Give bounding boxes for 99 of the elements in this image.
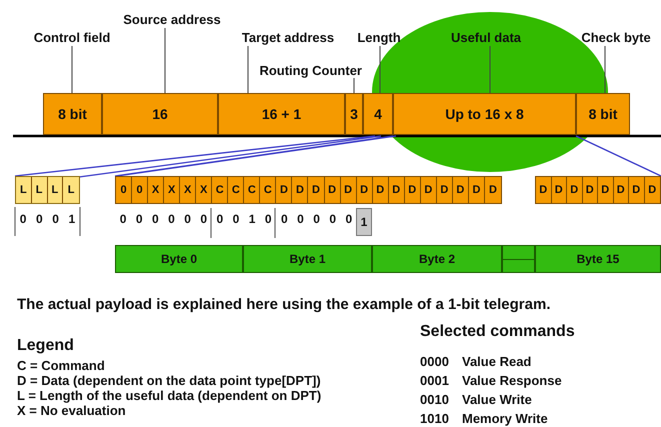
command-code: 0000: [420, 354, 449, 369]
field-label: Source address: [108, 10, 236, 28]
bit-cell-row: [535, 176, 661, 204]
field-label: Target address: [230, 28, 346, 46]
bit-value: 0: [150, 212, 160, 226]
bit-cell: D: [552, 177, 567, 203]
bit-value: 0: [118, 212, 128, 226]
bit-value: 1: [248, 212, 256, 226]
legend-heading: Legend: [17, 337, 74, 355]
bit-cell: D: [340, 177, 357, 203]
zoom-line: [14, 135, 376, 177]
command-name: Value Response: [462, 373, 562, 388]
highlighted-bit: 1: [356, 208, 372, 236]
bit-cell: L: [63, 177, 79, 203]
bit-cell: X: [196, 177, 212, 203]
frame-field: 8 bit: [576, 93, 630, 135]
bit-value: 0: [328, 212, 338, 226]
bit-cell: D: [372, 177, 389, 203]
bit-value: 0: [312, 212, 321, 226]
byte-segment: Byte 1: [243, 245, 372, 273]
zoom-line: [576, 135, 661, 177]
bit-value: 0: [51, 212, 60, 226]
bit-cell: D: [292, 177, 308, 203]
bit-cell: D: [484, 177, 501, 203]
bit-cell: D: [388, 177, 405, 203]
bit-value: 0: [296, 212, 305, 226]
legend-entry: C = Command: [17, 358, 105, 373]
byte-segment: Byte 0: [115, 245, 243, 273]
bit-cell: X: [148, 177, 164, 203]
bit-cell: D: [452, 177, 469, 203]
bit-cell: D: [276, 177, 292, 203]
bit-cell: C: [244, 177, 260, 203]
bit-cell: D: [308, 177, 325, 203]
bit-value: 0: [264, 212, 273, 226]
bit-cell: C: [212, 177, 228, 203]
frame-field: 3: [345, 93, 363, 135]
bit-value: 0: [183, 212, 192, 226]
bit-value: 0: [344, 212, 354, 226]
bit-value: 0: [134, 212, 144, 226]
frame-field: 16 + 1: [218, 93, 345, 135]
bit-cell-row: [15, 176, 80, 204]
bit-cell: D: [436, 177, 453, 203]
field-label: Useful data: [438, 28, 534, 46]
bit-cell: L: [32, 177, 48, 203]
bit-cell: D: [468, 177, 485, 203]
byte-segment: Byte 15: [535, 245, 661, 273]
bit-cell: D: [356, 177, 373, 203]
description-text: The actual payload is explained here using the example of a 1-bit telegram.: [17, 296, 550, 313]
command-name: Value Read: [462, 354, 532, 369]
zoom-line: [114, 135, 397, 177]
bit-cell: 0: [132, 177, 148, 203]
bit-value: 0: [215, 212, 224, 226]
bit-cell: D: [582, 177, 598, 203]
bit-cell: X: [164, 177, 180, 203]
bit-cell: L: [48, 177, 64, 203]
byte-gap-segment: [502, 245, 535, 273]
field-label: Length: [350, 28, 408, 46]
command-name: Memory Write: [462, 411, 548, 426]
bit-cell: 0: [116, 177, 132, 203]
bit-cell: L: [16, 177, 32, 203]
legend-entry: L = Length of the useful data (dependent on DPT): [17, 388, 322, 403]
bit-value: 0: [199, 212, 208, 226]
bit-cell: D: [420, 177, 437, 203]
field-label: Routing Counter: [250, 62, 362, 78]
legend-entry: X = No evaluation: [17, 403, 126, 418]
bit-value: 0: [35, 212, 44, 226]
field-label: Check byte: [572, 28, 660, 46]
bit-cell: D: [614, 177, 629, 203]
bit-value: 0: [18, 212, 28, 226]
bit-cell: D: [644, 177, 660, 203]
bit-cell: X: [180, 177, 196, 203]
leader-line: [604, 46, 606, 94]
legend-entry: D = Data (dependent on the data point type[DPT]): [17, 373, 321, 388]
zoom-line: [78, 135, 382, 178]
bit-cell: C: [228, 177, 244, 203]
bit-cell-row: [115, 176, 502, 204]
bit-cell: D: [404, 177, 421, 203]
frame-field: 4: [363, 93, 393, 135]
bit-cell: D: [567, 177, 582, 203]
bit-cell: D: [536, 177, 552, 203]
bit-value: 0: [167, 212, 176, 226]
byte-segment: Byte 2: [372, 245, 502, 273]
field-label: Control field: [22, 28, 122, 46]
bit-value: 0: [232, 212, 240, 226]
frame-field: 8 bit: [43, 93, 102, 135]
bit-cell: C: [260, 177, 276, 203]
table-heading: Selected commands: [420, 323, 575, 341]
command-code: 1010: [420, 411, 449, 426]
bit-cell: D: [629, 177, 644, 203]
frame-field: 16: [102, 93, 218, 135]
command-name: Value Write: [462, 392, 532, 407]
bit-cell: D: [324, 177, 341, 203]
bit-value: 0: [280, 212, 289, 226]
command-code: 0001: [420, 373, 449, 388]
frame-field: Up to 16 x 8: [393, 93, 576, 135]
leader-line: [164, 28, 166, 94]
bit-value: 1: [68, 212, 76, 226]
bit-cell: D: [598, 177, 614, 203]
command-code: 0010: [420, 392, 449, 407]
